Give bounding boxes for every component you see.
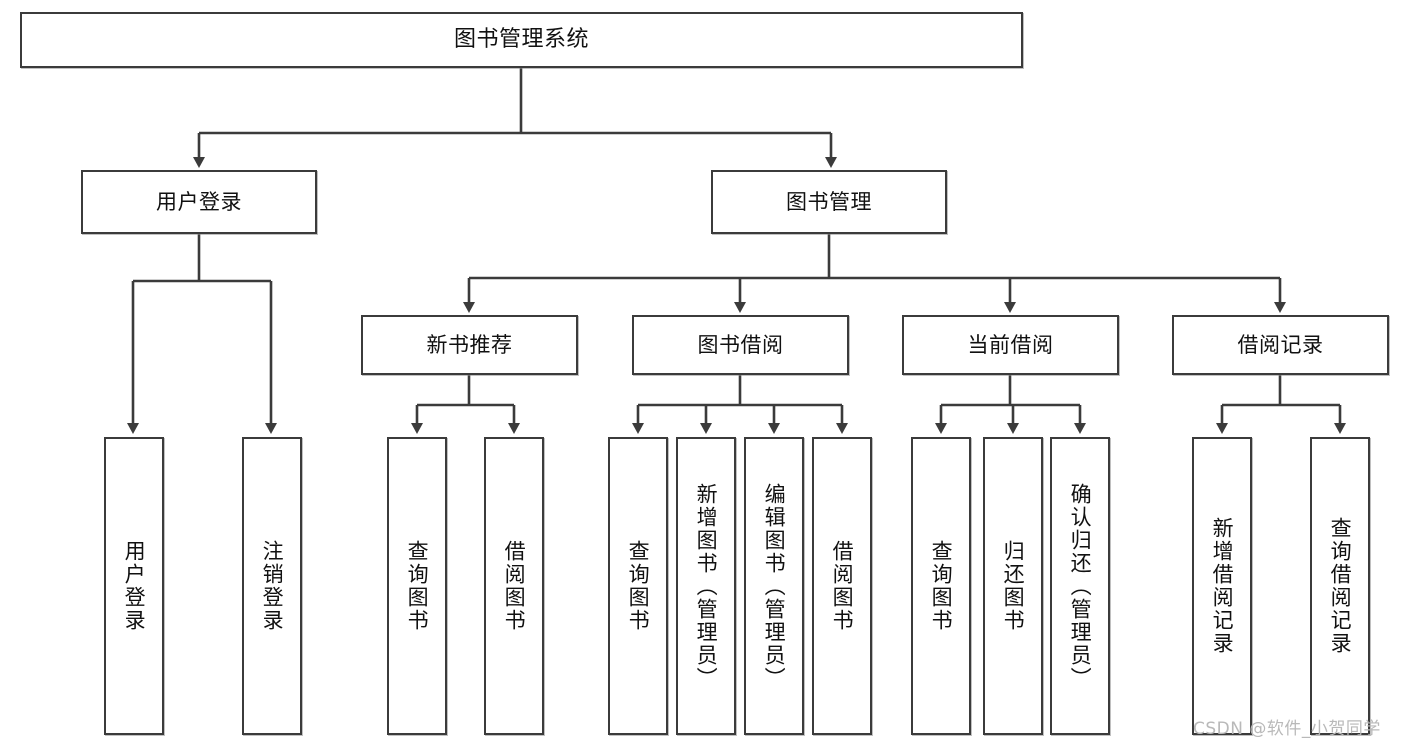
leaf-edit-book-admin[interactable]: 编辑图书（管理员） — [744, 437, 804, 735]
node-new-book-recommend-label: 新书推荐 — [426, 332, 513, 357]
leaf-user-login[interactable]: 用户登录 — [104, 437, 164, 735]
leaf-confirm-return-admin-label: 确认归还（管理员） — [1068, 482, 1093, 690]
leaf-query-book-borrow-label: 查询图书 — [626, 540, 651, 632]
leaf-add-book-admin-label: 新增图书（管理员） — [694, 482, 719, 690]
leaf-return-book-label: 归还图书 — [1001, 540, 1026, 632]
leaf-add-book-admin[interactable]: 新增图书（管理员） — [676, 437, 736, 735]
node-root-label: 图书管理系统 — [453, 27, 589, 53]
node-current-borrow[interactable]: 当前借阅 — [902, 315, 1119, 375]
node-new-book-recommend[interactable]: 新书推荐 — [361, 315, 578, 375]
leaf-borrow-book-recommend[interactable]: 借阅图书 — [484, 437, 544, 735]
node-book-borrow[interactable]: 图书借阅 — [632, 315, 849, 375]
node-root[interactable]: 图书管理系统 — [20, 12, 1023, 68]
node-borrow-records-label: 借阅记录 — [1237, 332, 1324, 357]
node-current-borrow-label: 当前借阅 — [967, 332, 1054, 357]
csdn-watermark: CSDN @软件_小贺同学 — [1193, 719, 1381, 739]
leaf-borrow-book-label: 借阅图书 — [830, 540, 855, 632]
leaf-logout[interactable]: 注销登录 — [242, 437, 302, 735]
leaf-confirm-return-admin[interactable]: 确认归还（管理员） — [1050, 437, 1110, 735]
leaf-add-borrow-record[interactable]: 新增借阅记录 — [1192, 437, 1252, 735]
leaf-return-book[interactable]: 归还图书 — [983, 437, 1043, 735]
leaf-query-borrow-record-label: 查询借阅记录 — [1328, 517, 1353, 655]
leaf-query-book-recommend-label: 查询图书 — [405, 540, 430, 632]
leaf-query-book-borrow[interactable]: 查询图书 — [608, 437, 668, 735]
leaf-edit-book-admin-label: 编辑图书（管理员） — [762, 482, 787, 690]
leaf-borrow-book[interactable]: 借阅图书 — [812, 437, 872, 735]
node-book-borrow-label: 图书借阅 — [697, 332, 784, 357]
leaf-query-book-current-label: 查询图书 — [929, 540, 954, 632]
node-user-login[interactable]: 用户登录 — [81, 170, 317, 234]
node-user-login-label: 用户登录 — [156, 189, 242, 214]
leaf-add-borrow-record-label: 新增借阅记录 — [1210, 517, 1235, 655]
node-borrow-records[interactable]: 借阅记录 — [1172, 315, 1389, 375]
node-book-management-label: 图书管理 — [786, 189, 872, 214]
leaf-query-borrow-record[interactable]: 查询借阅记录 — [1310, 437, 1370, 735]
leaf-query-book-current[interactable]: 查询图书 — [911, 437, 971, 735]
node-book-management[interactable]: 图书管理 — [711, 170, 947, 234]
leaf-query-book-recommend[interactable]: 查询图书 — [387, 437, 447, 735]
leaf-logout-label: 注销登录 — [260, 540, 285, 632]
leaf-borrow-book-recommend-label: 借阅图书 — [502, 540, 527, 632]
leaf-user-login-label: 用户登录 — [122, 540, 147, 632]
